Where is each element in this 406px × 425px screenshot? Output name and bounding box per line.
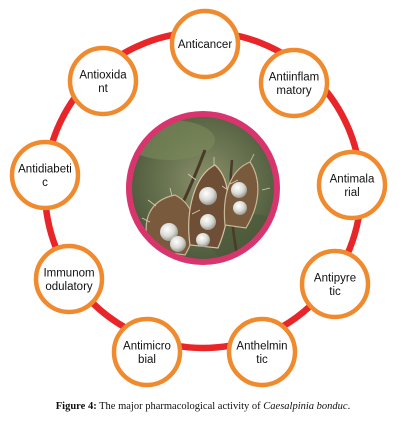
node-label-line: Immunom [43, 267, 94, 279]
node-label-line: odulatory [45, 281, 93, 293]
node-circle [67, 45, 139, 117]
node-circle [299, 248, 371, 320]
pharmacology-diagram: AnticancerAntiinflammatoryAntimalarialAn… [9, 8, 388, 388]
node-label-line: tic [256, 354, 268, 366]
species-name: Caesalpinia bonduc [263, 401, 348, 412]
node-label-line: matory [276, 85, 311, 97]
node-circle [258, 47, 330, 119]
caption-text: The major pharmacological activity of [96, 401, 264, 412]
node-anthelmintic: Anthelmin tic [226, 316, 298, 388]
node-antiinflammatory: Antiinflam matory [258, 47, 330, 119]
node-circle [226, 316, 298, 388]
node-label-line: Antidiabeti [18, 163, 72, 175]
node-label-line: Antimala [330, 173, 375, 185]
node-circle [316, 149, 388, 221]
figure-label: Figure 4: [55, 401, 97, 412]
node-label-line: rial [344, 187, 359, 199]
node-label-line: nt [98, 83, 108, 95]
node-label-line: Anthelmin [236, 340, 287, 352]
node-label-line: Antipyre [314, 272, 356, 284]
node-label-line: Antioxida [79, 69, 127, 81]
node-label-line: Anticancer [178, 39, 233, 51]
node-label-line: Antiinflam [269, 71, 320, 83]
node-label-line: bial [138, 354, 156, 366]
node-circle [9, 139, 81, 211]
node-label-line: tic [329, 286, 341, 298]
node-antipyretic: Antipyre tic [299, 248, 371, 320]
node-circle [111, 316, 183, 388]
node-label-line: Antimicro [123, 340, 171, 352]
activity-nodes: AnticancerAntiinflammatoryAntimalarialAn… [9, 8, 388, 388]
figure-caption: Figure 4: The major pharmacological acti… [0, 401, 406, 412]
center-image-frame [126, 111, 280, 265]
node-circle [169, 8, 241, 80]
plant-seed-pods-photo [129, 114, 277, 262]
node-antioxidant: Antioxida nt [67, 45, 139, 117]
node-antimicrobial: Antimicro bial [111, 316, 183, 388]
caption-end: . [347, 401, 351, 412]
node-label-line: c [42, 177, 48, 189]
node-antimalarial: Antimala rial [316, 149, 388, 221]
node-anticancer: Anticancer [169, 8, 241, 80]
node-antidiabetic: Antidiabeti c [9, 139, 81, 211]
node-immunomodulatory: Immunom odulatory [33, 243, 105, 315]
node-circle [33, 243, 105, 315]
